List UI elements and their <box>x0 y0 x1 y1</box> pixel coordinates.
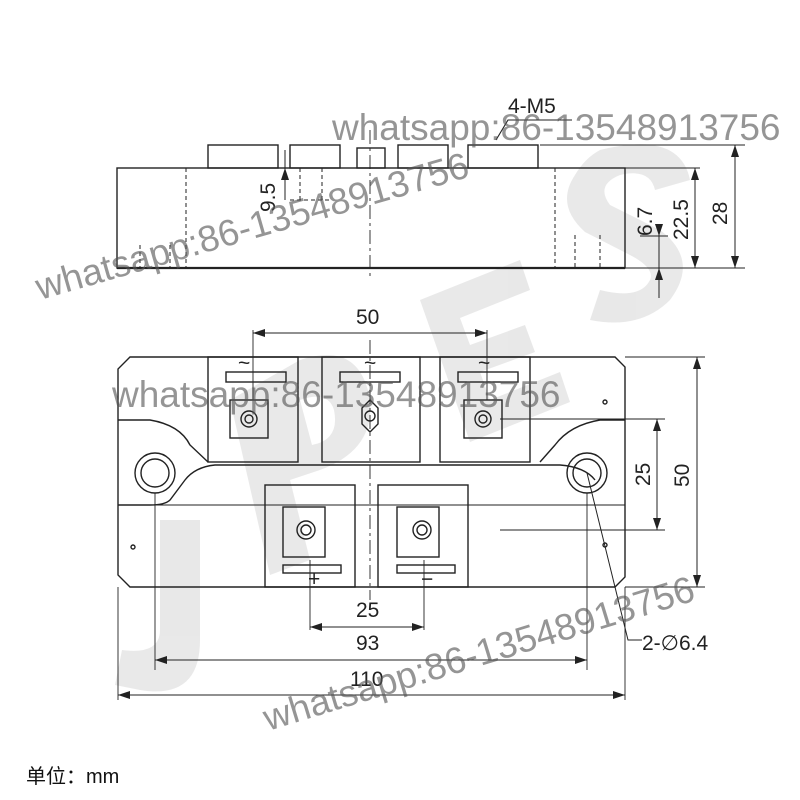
dim-110: 110 <box>350 668 383 691</box>
dim-bottom-25: 25 <box>356 599 379 622</box>
ac-terminal-3 <box>439 356 531 463</box>
terminal-block-3 <box>397 144 449 169</box>
dim-top-50: 50 <box>356 306 379 329</box>
dim-22-5: 22.5 <box>670 199 693 240</box>
watermark-1: whatsapp:86-13548913756 <box>30 145 473 308</box>
watermark-2: whatsapp:86-13548913756 <box>111 374 561 415</box>
front-view-arrows <box>118 329 701 699</box>
ac-symbol-3: ~ <box>478 352 490 375</box>
unit-label: 单位：mm <box>26 766 120 788</box>
dc-terminal-negative <box>377 484 469 588</box>
ac-symbol-1: ~ <box>238 352 250 375</box>
terminal-block-1 <box>207 144 279 169</box>
dim-6-7: 6.7 <box>634 207 657 236</box>
dim-right-50: 50 <box>671 464 694 487</box>
dim-right-25: 25 <box>632 463 655 486</box>
dim-28: 28 <box>709 202 732 225</box>
dim-9-5: 9.5 <box>257 183 280 212</box>
positive-symbol: + <box>308 568 320 591</box>
hole-label: 2-∅6.4 <box>642 632 708 655</box>
front-view <box>117 330 705 700</box>
terminal-block-center <box>356 147 386 169</box>
watermark-4: whatsapp:86-13548913756 <box>331 107 781 148</box>
side-view-arrows <box>281 145 739 280</box>
watermark-3: whatsapp:86-13548913756 <box>257 568 699 739</box>
ac-terminal-2 <box>321 356 421 463</box>
negative-symbol: − <box>421 568 433 591</box>
dim-93: 93 <box>356 632 379 655</box>
terminal-block-2 <box>289 144 341 169</box>
side-view <box>116 119 745 298</box>
ac-symbol-2: ~ <box>364 352 376 375</box>
terminal-block-4 <box>467 144 539 169</box>
thread-label: 4-M5 <box>508 95 556 118</box>
